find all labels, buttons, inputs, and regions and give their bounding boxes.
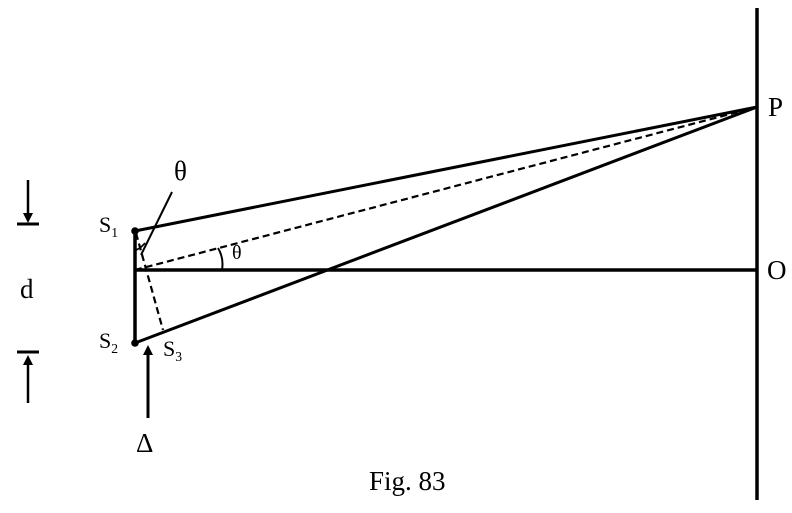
label-p: P (768, 92, 784, 122)
label-s2: S2 (99, 328, 119, 356)
label-theta-top: θ (174, 156, 187, 186)
label-s3-letter: S (163, 336, 176, 361)
label-s1-subscript: 1 (111, 224, 119, 240)
label-theta-angle: θ (232, 242, 242, 264)
label-s2-subscript: 2 (111, 340, 119, 356)
dashed-perpendicular-s1-s3 (134, 232, 165, 331)
label-d: d (20, 274, 34, 304)
figure-caption: Fig. 83 (369, 466, 446, 496)
theta-small-arc (135, 242, 146, 251)
label-o: O (767, 255, 787, 285)
theta-angle-arc (217, 247, 224, 271)
label-s2-letter: S (99, 328, 112, 353)
label-s1: S1 (99, 212, 119, 240)
label-s3: S3 (163, 336, 183, 364)
slit-s1-dot (131, 227, 139, 235)
slit-s2-dot (131, 339, 139, 347)
label-delta: Δ (136, 428, 154, 458)
label-s1-letter: S (99, 212, 112, 237)
theta-pointer-line (140, 191, 173, 256)
ray-s1-to-p (134, 105, 758, 233)
label-s3-subscript: 3 (175, 348, 183, 364)
dashed-center-ray (134, 105, 758, 272)
ray-s2-to-p (134, 105, 758, 345)
